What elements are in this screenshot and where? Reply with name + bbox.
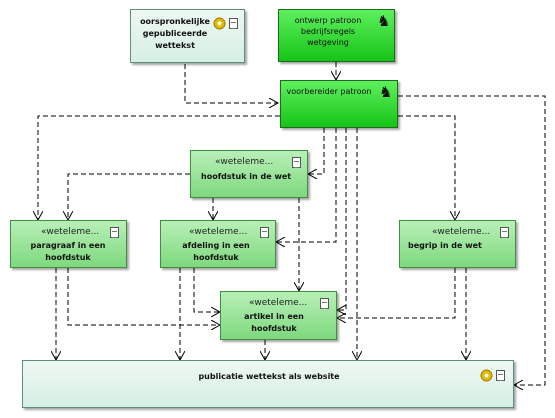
edge-voorbereider-paragraaf	[38, 115, 280, 220]
node-label-line1: oorspronkelijke	[140, 17, 210, 26]
node-label-line2: hoofdstuk	[193, 253, 239, 262]
node-stereotype: «weteleme...	[432, 227, 491, 237]
document-icon	[110, 227, 119, 238]
knight-icon: ♞	[379, 83, 393, 101]
node-label-line1: afdeling in een	[182, 241, 250, 250]
node-hoofdstuk-in-de-wet[interactable]: «weteleme... hoofdstuk in de wet	[190, 150, 308, 198]
node-paragraaf-in-een-hoofdstuk[interactable]: «weteleme... paragraaf in een hoofdstuk	[10, 220, 127, 268]
node-stereotype: «weteleme...	[215, 157, 274, 167]
node-label-line2: hoofdstuk	[45, 253, 91, 262]
node-label-line2: gepubliceerde	[142, 29, 208, 38]
document-icon	[496, 370, 505, 381]
edge-voorbereider-begrip	[398, 115, 455, 220]
node-label-line2: hoofdstuk	[251, 324, 297, 333]
edge-begrip-artikel	[337, 268, 456, 318]
edge-voorbereider-hoofdstuk	[308, 128, 325, 174]
edge-voorbereider-afdeling	[276, 128, 337, 242]
node-label: begrip in de wet	[408, 241, 482, 250]
document-icon	[260, 227, 269, 238]
node-publicatie-wettekst-als-website[interactable]: publicatie wettekst als website	[22, 360, 514, 408]
node-stereotype: «weteleme...	[249, 298, 308, 308]
node-label-line1: ontwerp patroon	[294, 16, 362, 25]
edge-hoofdstuk-paragraaf	[68, 173, 190, 220]
node-afdeling-in-een-hoofdstuk[interactable]: «weteleme... afdeling in een hoofdstuk	[160, 220, 276, 268]
document-icon	[500, 227, 509, 238]
node-ontwerp-patroon[interactable]: ontwerp patroon bedrijfsregels wetgeving…	[278, 9, 395, 62]
node-oorspronkelijke-wettekst[interactable]: oorspronkelijke gepubliceerde wettekst	[130, 9, 245, 63]
edge-paragraaf-artikel	[67, 268, 220, 325]
node-label: voorbereider patroon	[286, 87, 372, 96]
edge-voorbereider-publicatie-right	[398, 95, 546, 385]
node-label-line1: paragraaf in een	[30, 241, 106, 250]
node-label: publicatie wettekst als website	[198, 372, 340, 381]
document-icon	[229, 18, 238, 29]
node-stereotype: «weteleme...	[41, 227, 100, 237]
knight-icon: ♞	[377, 12, 391, 30]
node-label-line3: wettekst	[155, 41, 195, 50]
node-label: hoofdstuk in de wet	[201, 172, 292, 181]
gear-icon	[480, 369, 493, 382]
node-artikel-in-een-hoofdstuk[interactable]: «weteleme... artikel in een hoofdstuk	[220, 291, 337, 340]
node-label-line3: wetgeving	[307, 38, 349, 47]
edge-voorbereider-artikel	[337, 128, 347, 310]
edge-afdeling-artikel	[193, 268, 220, 312]
document-icon	[292, 157, 301, 168]
gear-icon	[213, 17, 226, 30]
node-label-line2: bedrijfsregels	[300, 27, 356, 36]
document-icon	[320, 298, 329, 309]
node-begrip-in-de-wet[interactable]: «weteleme... begrip in de wet	[399, 220, 516, 268]
node-stereotype: «weteleme...	[189, 227, 248, 237]
edge-oorspronkelijk-voorbereider	[184, 64, 278, 103]
node-label-line1: artikel in een	[244, 312, 304, 321]
node-voorbereider-patroon[interactable]: voorbereider patroon ♞	[280, 80, 398, 128]
